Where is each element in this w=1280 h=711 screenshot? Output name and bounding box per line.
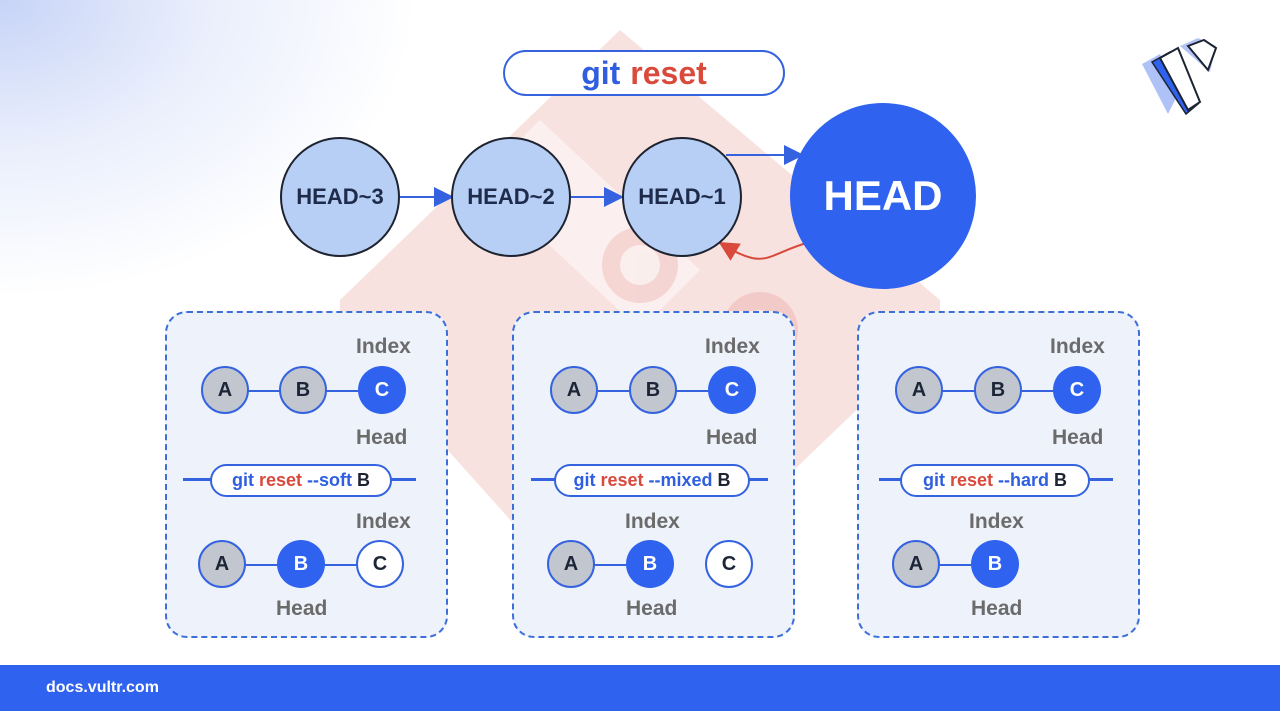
node-c: C	[356, 540, 404, 588]
title-reset: reset	[630, 54, 707, 91]
index-label: Index	[969, 510, 1024, 533]
cmd-git: git	[922, 470, 945, 490]
commit-label: HEAD~3	[296, 184, 384, 209]
commit-label: HEAD	[823, 172, 943, 219]
index-label: Index	[356, 335, 411, 358]
cmd-target: B	[1054, 470, 1068, 490]
node-b: B	[629, 366, 677, 414]
head-label: Head	[971, 597, 1023, 620]
link-line	[594, 564, 654, 566]
cmd-reset: reset	[949, 470, 994, 490]
title-pill: git reset	[503, 50, 785, 96]
head-label: Head	[276, 597, 328, 620]
commit-label: HEAD~1	[638, 184, 726, 209]
link-line	[939, 564, 999, 566]
node-b: B	[626, 540, 674, 588]
head-label: Head	[706, 426, 758, 449]
commit-head: HEAD	[790, 103, 976, 289]
commit-head-3: HEAD~3	[280, 137, 400, 257]
node-a: A	[892, 540, 940, 588]
cmd-target: B	[357, 470, 370, 490]
cmd-reset: reset	[600, 470, 644, 490]
cmd-reset: reset	[258, 470, 303, 490]
commit-head-2: HEAD~2	[451, 137, 571, 257]
index-label: Index	[1050, 335, 1105, 358]
title-git: git	[581, 54, 621, 91]
cmd-target: B	[717, 470, 731, 490]
index-label: Index	[705, 335, 760, 358]
footer-bar: docs.vultr.com	[0, 665, 1280, 711]
head-label: Head	[1052, 426, 1104, 449]
index-label: Index	[625, 510, 680, 533]
node-a: A	[895, 366, 943, 414]
commit-label: HEAD~2	[467, 184, 555, 209]
footer-link[interactable]: docs.vultr.com	[46, 679, 159, 696]
node-c: C	[705, 540, 753, 588]
node-a: A	[550, 366, 598, 414]
node-b: B	[971, 540, 1019, 588]
index-label: Index	[356, 510, 411, 533]
node-b: B	[974, 366, 1022, 414]
commit-head-1: HEAD~1	[622, 137, 742, 257]
cmd-flag: --hard	[998, 470, 1050, 490]
vultr-logo-icon	[1142, 38, 1218, 116]
node-a: A	[198, 540, 246, 588]
node-a: A	[547, 540, 595, 588]
cmd-flag: --soft	[307, 470, 352, 490]
cmd-git: git	[573, 470, 596, 490]
node-c: C	[1053, 366, 1101, 414]
head-label: Head	[356, 426, 408, 449]
node-b: B	[279, 366, 327, 414]
node-c: C	[708, 366, 756, 414]
cmd-flag: --mixed	[648, 470, 713, 490]
node-b: B	[277, 540, 325, 588]
node-c: C	[358, 366, 406, 414]
head-label: Head	[626, 597, 678, 620]
node-a: A	[201, 366, 249, 414]
cmd-git: git	[231, 470, 254, 490]
